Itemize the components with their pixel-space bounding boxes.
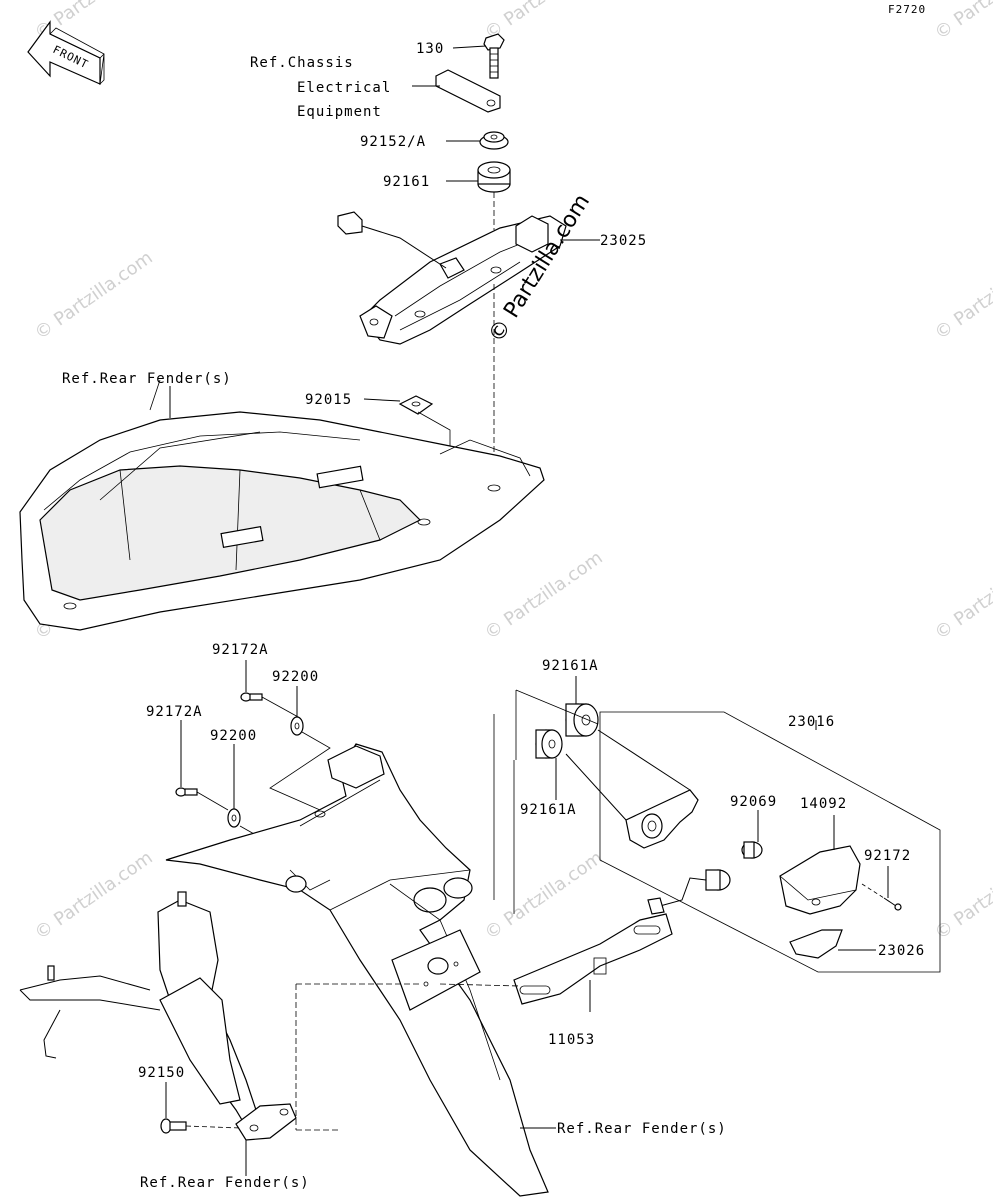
bulb-92069-icon [741, 841, 763, 859]
bracket-11053-icon [513, 913, 673, 1005]
side-stay-icon [19, 891, 297, 1141]
grommet-92161a-lower-icon [535, 729, 563, 759]
callout-14092: 14092 [800, 796, 847, 812]
callout-92200-upper: 92200 [272, 669, 319, 685]
ref-chassis-line2: Electrical [297, 80, 391, 96]
socket-housing-icon [565, 729, 699, 849]
ref-chassis-line3: Equipment [297, 104, 382, 120]
watermark: © Partzilla.com [481, 847, 607, 944]
mount-plate-icon [391, 929, 481, 1011]
ref-rear-fender-top: Ref.Rear Fender(s) [62, 371, 232, 387]
callout-92172: 92172 [864, 848, 911, 864]
bulb-socket-icon [647, 869, 731, 915]
callout-92069: 92069 [730, 794, 777, 810]
watermark: © Partzilla.com [931, 0, 993, 44]
callout-92161a-upper: 92161A [542, 658, 599, 674]
callout-23025: 23025 [600, 233, 647, 249]
callout-92161: 92161 [383, 174, 430, 190]
ref-chassis-line1: Ref.Chassis [250, 55, 354, 71]
callout-11053: 11053 [548, 1032, 595, 1048]
washer-92200-upper-icon [290, 716, 304, 736]
callout-92161a-lower: 92161A [520, 802, 577, 818]
grommet-92161-icon [477, 161, 511, 193]
ref-rear-fender-bottom: Ref.Rear Fender(s) [140, 1175, 310, 1191]
callout-92172a-upper: 92172A [212, 642, 269, 658]
callout-92150: 92150 [138, 1065, 185, 1081]
diagram-id: F2720 [888, 3, 926, 16]
washer-92200-lower-icon [227, 808, 241, 828]
screw-92172a-upper-icon [240, 692, 263, 702]
ref-rear-fender-right: Ref.Rear Fender(s) [557, 1121, 727, 1137]
callout-92172a-lower: 92172A [146, 704, 203, 720]
tail-light-23025-icon [337, 211, 567, 345]
watermark: © Partzilla.com [481, 547, 607, 644]
bolt-92150-icon [160, 1118, 187, 1134]
bolt-130-icon [483, 33, 505, 79]
license-bracket-icon [165, 743, 549, 1197]
reflector-23026-icon [789, 929, 843, 959]
collar-92152a-icon [479, 131, 509, 150]
screw-92172-icon [883, 897, 902, 911]
screw-92172a-lower-icon [175, 787, 198, 797]
watermark: © Partzilla.com [31, 247, 157, 344]
callout-23016: 23016 [788, 714, 835, 730]
watermark: © Partzilla.com [931, 247, 993, 344]
callout-92015: 92015 [305, 392, 352, 408]
watermark: © Partzilla.com [931, 547, 993, 644]
grommet-92161a-upper-icon [565, 703, 599, 737]
nut-92015-icon [398, 395, 434, 415]
callout-92200-lower: 92200 [210, 728, 257, 744]
lens-14092-icon [779, 845, 861, 915]
callout-92152a: 92152/A [360, 134, 426, 150]
callout-23026: 23026 [878, 943, 925, 959]
rear-fender-icon [19, 379, 545, 631]
watermark: © Partzilla.com [31, 847, 157, 944]
callout-130: 130 [416, 41, 444, 57]
